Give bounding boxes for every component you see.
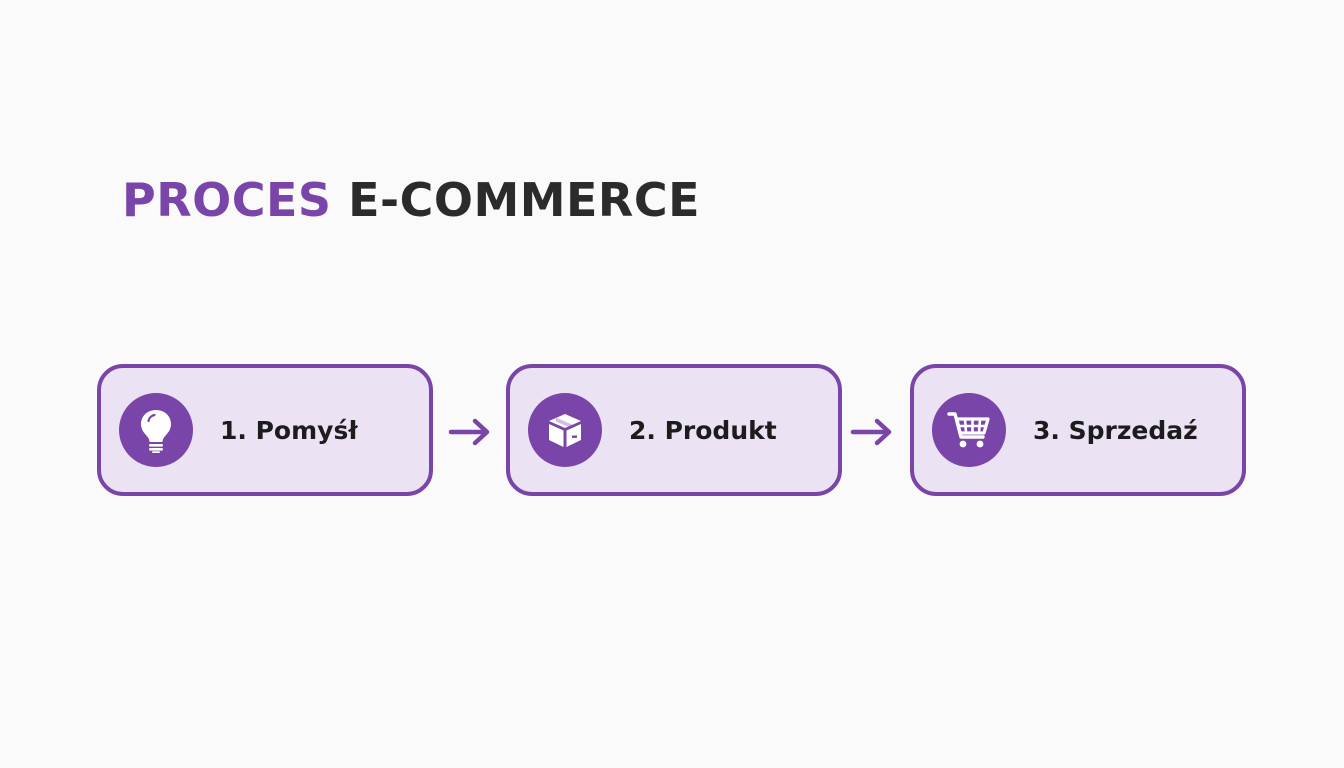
arrow-right-icon [850, 418, 892, 446]
diagram-title: PROCES E-COMMERCE [122, 160, 700, 240]
arrow-right-icon [448, 418, 490, 446]
step-card-sales: 3. Sprzedaź [910, 364, 1246, 496]
title-rest: E-COMMERCE [348, 173, 701, 227]
lightbulb-icon [119, 393, 193, 467]
step-label: 3. Sprzedaź [1033, 415, 1198, 445]
box-icon [528, 393, 602, 467]
step-card-idea: 1. Pomyśł [97, 364, 433, 496]
shopping-cart-icon [932, 393, 1006, 467]
title-accent: PROCES [122, 173, 332, 227]
step-label: 2. Produkt [629, 415, 777, 445]
step-label: 1. Pomyśł [220, 415, 358, 445]
step-card-product: 2. Produkt [506, 364, 842, 496]
